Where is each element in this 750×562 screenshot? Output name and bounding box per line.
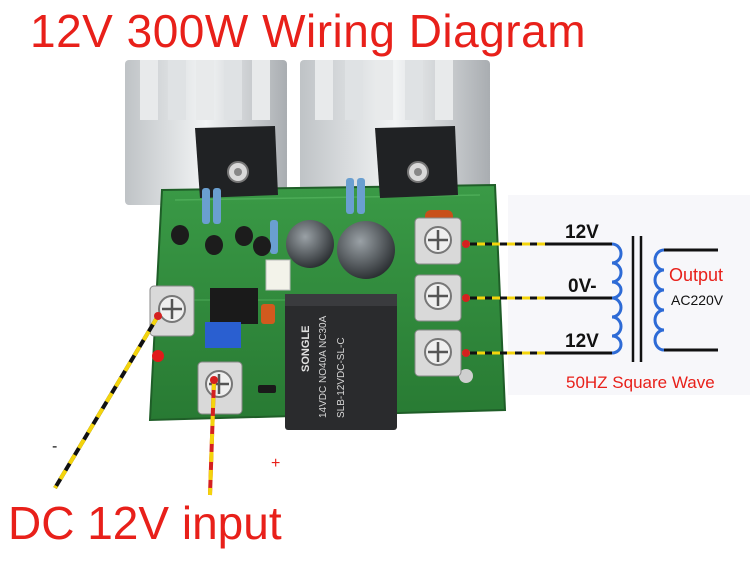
resistors xyxy=(202,178,365,254)
relay-spec-line1: 14VDC NO40A NC30A xyxy=(318,315,329,418)
output-wire-bottom xyxy=(462,349,612,357)
input-terminal-negative xyxy=(149,285,195,337)
input-label: DC 12V input xyxy=(8,497,282,549)
output-terminal-top xyxy=(414,217,462,265)
input-wire-negative xyxy=(53,312,162,490)
input-terminal-positive xyxy=(197,361,243,415)
terminal-label-bottom: 12V xyxy=(565,331,599,352)
header-connector xyxy=(265,259,291,291)
output-terminal-middle xyxy=(414,274,462,322)
relay-brand: SONGLE xyxy=(300,325,312,372)
transformer-secondary-coil xyxy=(653,248,718,352)
output-voltage-label: AC220V xyxy=(671,292,724,308)
input-wire-positive xyxy=(208,376,218,496)
polarity-negative: - xyxy=(52,438,58,455)
ic-chip xyxy=(210,288,258,324)
trim-potentiometer xyxy=(205,322,241,348)
output-label: Output xyxy=(669,265,724,285)
output-terminal-bottom xyxy=(414,329,462,377)
mosfet-right xyxy=(375,126,458,198)
led-icon xyxy=(152,350,164,362)
wave-label: 50HZ Square Wave xyxy=(566,373,715,392)
mosfet-left xyxy=(195,126,278,198)
diode xyxy=(258,385,276,393)
transformer-panel xyxy=(508,195,750,395)
transistors xyxy=(171,225,271,256)
transformer-primary-coil xyxy=(611,242,623,355)
output-wire-middle xyxy=(462,294,612,302)
polarity-positive: + xyxy=(271,455,281,472)
relay-spec-line2: SLB-12VDC-SL-C xyxy=(336,337,347,418)
output-wire-top xyxy=(462,240,612,248)
relay xyxy=(285,294,397,430)
mount-hole-icon xyxy=(459,369,473,383)
terminal-label-top: 12V xyxy=(565,222,599,243)
terminal-label-middle: 0V- xyxy=(568,276,597,297)
page-title: 12V 300W Wiring Diagram xyxy=(30,5,587,57)
